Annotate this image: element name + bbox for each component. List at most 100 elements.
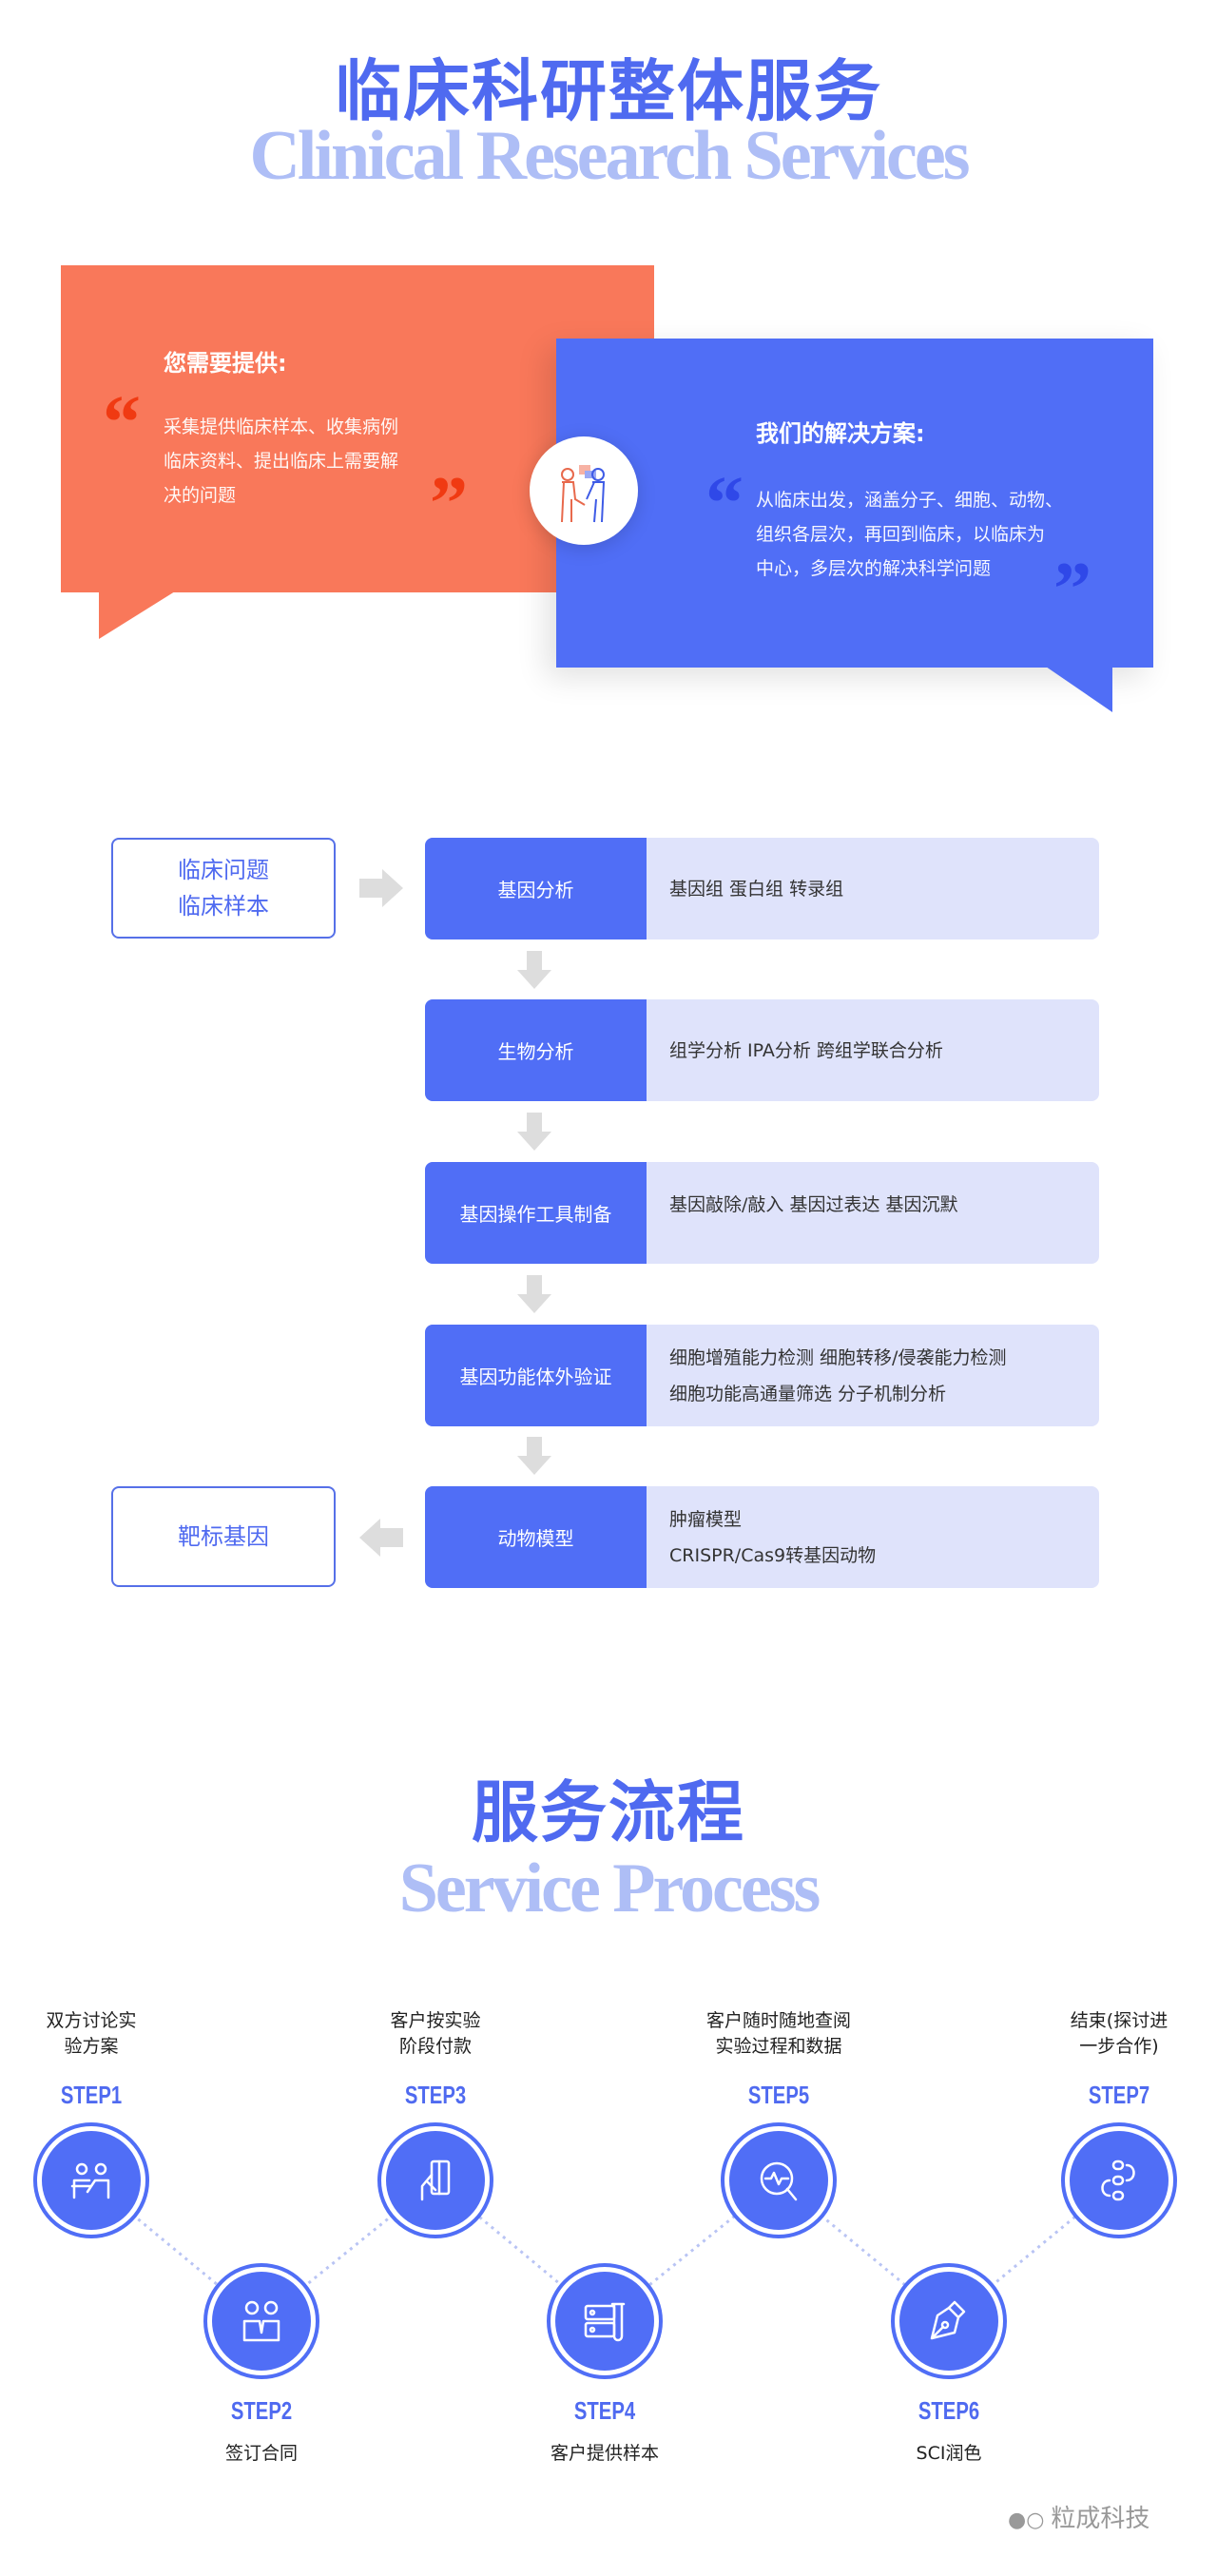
step-node-fill (729, 2131, 828, 2230)
arrow-down-icon (517, 1113, 551, 1151)
step-number: STEP1 (60, 2081, 123, 2109)
you-provide-text: 采集提供临床样本、收集病例 临床资料、提出临床上需要解 决的问题 (164, 410, 398, 513)
row-label: 动物模型 (425, 1486, 647, 1588)
step-desc-line: 结束(探讨进 (1070, 2010, 1169, 2031)
step-node-fill (555, 2272, 654, 2371)
row-detail: 组学分析 IPA分析 跨组学联合分析 (669, 1039, 943, 1061)
step-desc-line: 一步合作) (1079, 2036, 1159, 2057)
workflow-loop-icon (1101, 2160, 1135, 2201)
step-desc-line: 实验过程和数据 (715, 2036, 842, 2057)
row-detail: 肿瘤模型 (669, 1508, 743, 1530)
step-node (33, 2122, 149, 2238)
step-label: STEP2 签订合同 (166, 2396, 357, 2467)
wechat-icon: ●○ (1008, 2508, 1052, 2532)
row-detail: 细胞增殖能力检测 细胞转移/侵袭能力检测 (669, 1346, 1007, 1368)
step-description: 双方讨论实验方案 (0, 2008, 186, 2060)
step-label: 结束(探讨进一步合作) STEP7 (1024, 2008, 1214, 2110)
step-description: 结束(探讨进一步合作) (1024, 2008, 1214, 2060)
text-line: 采集提供临床样本、收集病例 (164, 416, 399, 437)
step-desc-line: 客户随时随地查阅 (705, 2010, 851, 2031)
step-node (377, 2122, 493, 2238)
row-label: 基因分析 (425, 838, 647, 939)
open-quote-icon: “ (103, 381, 141, 465)
bubble-tail (99, 591, 175, 639)
row-detail: 细胞功能高通量筛选 分子机制分析 (669, 1383, 947, 1404)
row-label: 生物分析 (425, 999, 647, 1101)
row-detail: 基因敲除/敲入 基因过表达 基因沉默 (669, 1194, 958, 1215)
step-desc-line: 验方案 (64, 2036, 119, 2057)
step-description: 客户随时随地查阅实验过程和数据 (684, 2008, 874, 2060)
partners-icon (242, 2300, 280, 2342)
you-provide-bubble (61, 265, 654, 592)
step-number: STEP6 (918, 2396, 980, 2425)
step-label: STEP4 客户提供样本 (510, 2396, 700, 2467)
search-pulse-icon (760, 2161, 798, 2201)
step-number: STEP2 (230, 2396, 293, 2425)
step-node-fill (42, 2131, 141, 2230)
row-label: 基因功能体外验证 (425, 1325, 647, 1426)
step-node-fill (1070, 2131, 1169, 2230)
close-quote-icon: ” (430, 462, 468, 546)
arrow-down-icon (517, 951, 551, 989)
step-description: 签订合同 (166, 2441, 357, 2467)
text-line: 临床资料、提出临床上需要解 (164, 451, 399, 472)
open-quote-icon: “ (705, 462, 744, 546)
arrow-left-icon (359, 1519, 403, 1557)
section-subtitle: Service Process (398, 1850, 821, 1927)
handshake-illustration (530, 436, 638, 545)
arrow-right-icon (359, 869, 403, 907)
discussion-icon (70, 2162, 110, 2199)
step-number: STEP7 (1088, 2081, 1150, 2109)
output-label: 靶标基因 (178, 1523, 269, 1550)
text-line: 组织各层次，再回到临床，以临床为 (756, 524, 1046, 545)
people-talking-icon (561, 465, 606, 523)
step-desc-line: 双方讨论实 (46, 2010, 137, 2031)
output-box: 靶标基因 (111, 1486, 336, 1587)
flow-row: 基因分析基因组 蛋白组 转录组 (425, 838, 1099, 939)
flow-row: 生物分析组学分析 IPA分析 跨组学联合分析 (425, 999, 1099, 1101)
step-label: 客户按实验阶段付款 STEP3 (340, 2008, 531, 2110)
watermark-text: 粒成科技 (1051, 2505, 1150, 2533)
flow-row: 动物模型肿瘤模型 CRISPR/Cas9转基因动物 (425, 1486, 1099, 1588)
text-line: 中心，多层次的解决科学问题 (756, 558, 992, 579)
step-node (1061, 2122, 1177, 2238)
close-quote-icon: ” (1053, 548, 1091, 631)
you-provide-title: 您需要提供: (164, 350, 287, 377)
input-label: 临床问题 (178, 857, 269, 883)
flow-row: 基因功能体外验证细胞增殖能力检测 细胞转移/侵袭能力检测细胞功能高通量筛选 分子… (425, 1325, 1099, 1426)
payment-card-icon (420, 2160, 451, 2201)
step-number: STEP4 (573, 2396, 636, 2425)
step-desc-line: 签订合同 (224, 2443, 298, 2464)
step-desc-line: 客户提供样本 (550, 2443, 659, 2464)
our-solution-title: 我们的解决方案: (756, 420, 925, 447)
step-node (891, 2263, 1007, 2379)
step-node-fill (386, 2131, 485, 2230)
step-description: 客户提供样本 (510, 2441, 700, 2467)
input-label: 临床样本 (178, 893, 269, 920)
step-node (721, 2122, 837, 2238)
row-detail: CRISPR/Cas9转基因动物 (669, 1544, 877, 1566)
step-desc-line: 客户按实验 (390, 2010, 481, 2031)
our-solution-text: 从临床出发，涵盖分子、细胞、动物、 组织各层次，再回到临床，以临床为 中心，多层… (756, 483, 1063, 586)
our-solution-bubble (556, 339, 1153, 668)
step-node (203, 2263, 319, 2379)
step-node (547, 2263, 663, 2379)
watermark: ●○ 粒成科技 (1008, 2499, 1149, 2534)
step-desc-line: 阶段付款 (398, 2036, 472, 2057)
flow-row: 基因操作工具制备 基因敲除/敲入 基因过表达 基因沉默 (425, 1162, 1099, 1264)
text-line: 从临床出发，涵盖分子、细胞、动物、 (756, 490, 1064, 511)
sample-tube-icon (584, 2302, 626, 2342)
arrow-down-icon (517, 1275, 551, 1313)
step-description: 客户按实验阶段付款 (340, 2008, 531, 2060)
step-number: STEP3 (404, 2081, 467, 2109)
step-desc-line: SCI润色 (916, 2443, 982, 2464)
step-node-fill (899, 2272, 998, 2371)
text-line: 决的问题 (164, 485, 237, 506)
step-number: STEP5 (747, 2081, 810, 2109)
bubble-tail (1046, 667, 1112, 712)
step-description: SCI润色 (854, 2441, 1044, 2467)
step-node-fill (212, 2272, 311, 2371)
section-title: 服务流程 (472, 1773, 745, 1851)
row-label: 基因操作工具制备 (425, 1162, 647, 1264)
